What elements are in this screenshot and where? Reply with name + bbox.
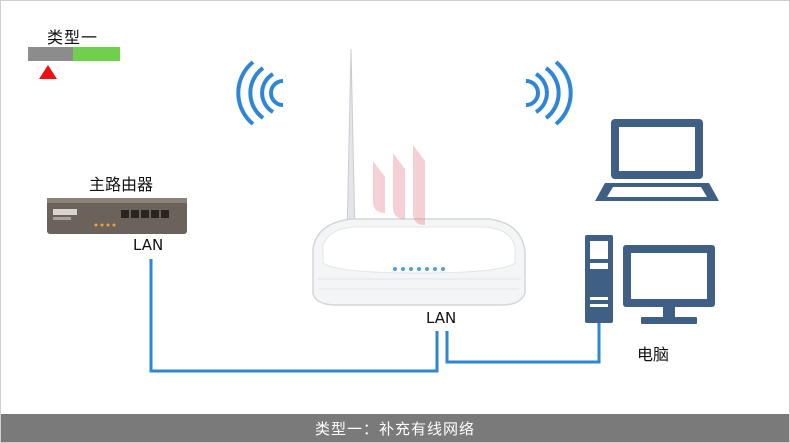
desktop-monitor-icon — [623, 245, 715, 324]
lan-cables — [149, 259, 601, 373]
main-router-icon — [47, 198, 187, 234]
wireless-router-icon — [312, 48, 526, 306]
wifi-waves-left-icon — [236, 60, 284, 126]
wifi-waves-right-icon — [525, 60, 573, 126]
type-title: 类型一 — [47, 28, 99, 47]
watermark-logo-icon — [373, 145, 425, 225]
desktop-tower-icon — [585, 235, 613, 323]
footer-caption: 类型一：补充有线网络 — [1, 414, 789, 442]
main-router-lan-label: LAN — [133, 236, 164, 254]
laptop-icon — [595, 119, 719, 201]
type-progress-bar — [28, 47, 120, 61]
bar-segment-gray — [28, 47, 73, 61]
main-router-label: 主路由器 — [89, 175, 154, 194]
red-marker-icon — [39, 65, 57, 79]
cable-main-to-wireless — [149, 259, 439, 373]
cable-wireless-to-pc — [445, 323, 601, 364]
computers-label: 电脑 — [637, 345, 670, 364]
wireless-router-lan-label: LAN — [426, 309, 457, 327]
bar-segment-green — [73, 47, 120, 61]
